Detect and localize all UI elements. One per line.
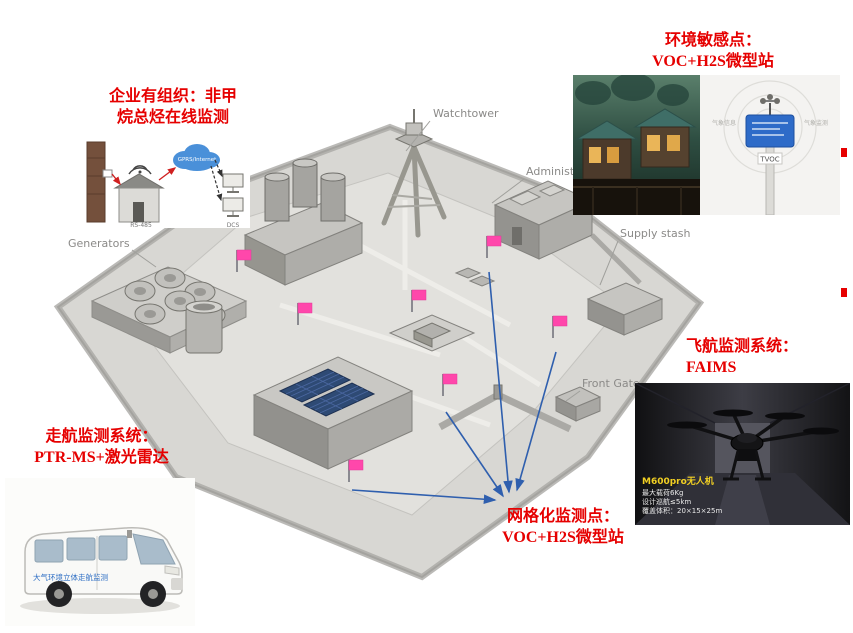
cloud-icon: GPRS/Internet	[173, 144, 220, 171]
cloud-label: GPRS/Internet	[178, 157, 217, 163]
leader-administration	[491, 178, 525, 204]
cabin	[633, 108, 697, 168]
label-generators: Generators	[68, 237, 130, 250]
leader-watchtower	[405, 120, 431, 152]
stack-sensor-icon	[102, 169, 113, 178]
pink-flag	[297, 302, 313, 325]
drone-caption-line: 设计巡航≤5km	[642, 497, 692, 506]
monitoring-van-photo: 大气环境立体走航监测	[5, 478, 195, 626]
van-wheels	[46, 581, 166, 607]
solar-panels	[278, 368, 376, 417]
station-left-label: 气象信息	[712, 119, 736, 127]
chimney-stacks	[264, 158, 346, 222]
callout-line: 网格化监测点：	[506, 508, 619, 525]
windshield	[132, 533, 176, 565]
drone-caption: M600pro无人机 最大载荷6Kg 设计巡航≤5km 覆盖体积：20×15×2…	[642, 477, 722, 516]
callout-faims-system: 飞航监测系统： FAIMS	[686, 336, 798, 378]
administration-building	[493, 180, 642, 285]
pink-flag	[486, 235, 502, 258]
drone-caption-title: M600pro无人机	[642, 477, 714, 488]
callout-line: 走航监测系统：	[45, 428, 158, 445]
van-side-text: 大气环境立体走航监测	[33, 572, 108, 582]
drone-photo: M600pro无人机 最大载荷6Kg 设计巡航≤5km 覆盖体积：20×15×2…	[635, 383, 850, 525]
station-house-icon	[113, 165, 165, 223]
monitor-icons	[222, 173, 244, 217]
dcs-label: DCS	[227, 222, 240, 228]
pink-flags	[236, 235, 568, 482]
callout-line: PTR-MS+激光雷达	[34, 449, 169, 467]
callout-environment-sensitive: 环境敏感点： VOC+H2S微型站	[618, 30, 808, 72]
pink-flag	[348, 459, 364, 482]
central-structure	[388, 314, 476, 352]
red-arrow	[111, 173, 121, 186]
forest-cabins-photo	[573, 75, 700, 215]
cropped-red-mark	[841, 288, 847, 297]
callout-line: 飞航监测系统：	[686, 338, 799, 355]
tvoc-plate	[757, 152, 783, 165]
enterprise-monitoring-diagram: GPRS/Internet RS-485 DCS	[75, 128, 250, 228]
black-arrow	[210, 165, 223, 202]
van-body: 大气环境立体走航监测	[24, 527, 183, 595]
generators-area	[90, 266, 248, 354]
leader-generators	[131, 249, 157, 268]
pink-flag	[411, 289, 427, 312]
device-detail-lines	[752, 122, 788, 136]
station-right-label: 气象监测	[804, 119, 828, 127]
leader-front-gate	[565, 390, 581, 402]
stack-icon	[86, 141, 113, 223]
bumper	[171, 578, 183, 590]
side-window	[34, 539, 64, 563]
mirror	[127, 530, 132, 538]
tree-canopy	[575, 75, 689, 106]
label-front-gate: Front Gate	[582, 377, 640, 390]
drone-caption-line: 最大载荷6Kg	[642, 488, 684, 497]
callout-line: VOC+H2S微型站	[502, 529, 624, 547]
callout-enterprise-monitoring: 企业有组织：非甲 烷总烃在线监测	[88, 86, 258, 128]
callout-grid-monitoring: 网格化监测点： VOC+H2S微型站	[468, 506, 658, 548]
drone-svg	[635, 383, 850, 525]
pink-flag	[552, 315, 568, 338]
red-arrow	[158, 167, 177, 181]
wind-sensor-icon	[760, 94, 780, 115]
station-svg: 气象信息 气象监测 TVOC	[700, 75, 840, 215]
van-svg: 大气环境立体走航监测	[5, 478, 195, 626]
callout-line: FAIMS	[686, 359, 737, 377]
drone-caption-line: 覆盖体积：20×15×25m	[642, 506, 723, 515]
station-device	[745, 114, 795, 148]
cooling-tower	[185, 300, 223, 354]
side-window	[66, 537, 96, 561]
label-watchtower: Watchtower	[433, 107, 499, 120]
black-arrow	[214, 159, 223, 178]
micro-station-photo: 气象信息 气象监测 TVOC	[700, 75, 840, 215]
cabins-svg	[573, 75, 700, 215]
leader-supply-stash	[599, 240, 619, 286]
callout-line: VOC+H2S微型站	[652, 53, 774, 71]
callout-line: 企业有组织：非甲	[108, 88, 237, 105]
solar-building	[252, 356, 414, 470]
watchtower-structure	[381, 109, 447, 238]
headlight	[164, 565, 180, 576]
wifi-icon	[128, 165, 152, 175]
callout-line: 烷总烃在线监测	[116, 109, 229, 127]
callout-mobile-monitoring: 走航监测系统： PTR-MS+激光雷达	[14, 426, 189, 468]
mini-diagram-svg: GPRS/Internet RS-485 DCS	[86, 141, 244, 228]
side-window	[98, 535, 128, 561]
callout-line: 环境敏感点：	[664, 32, 761, 49]
bus-label: RS-485	[130, 222, 152, 228]
drone-silhouette	[667, 409, 839, 481]
pink-flag	[442, 373, 458, 396]
label-supply-stash: Supply stash	[620, 227, 690, 240]
pink-flag	[236, 249, 252, 272]
cropped-red-mark	[841, 148, 847, 157]
chimney-building	[243, 158, 364, 286]
supply-stash-building	[586, 282, 664, 336]
tvoc-label: TVOC	[759, 156, 779, 164]
